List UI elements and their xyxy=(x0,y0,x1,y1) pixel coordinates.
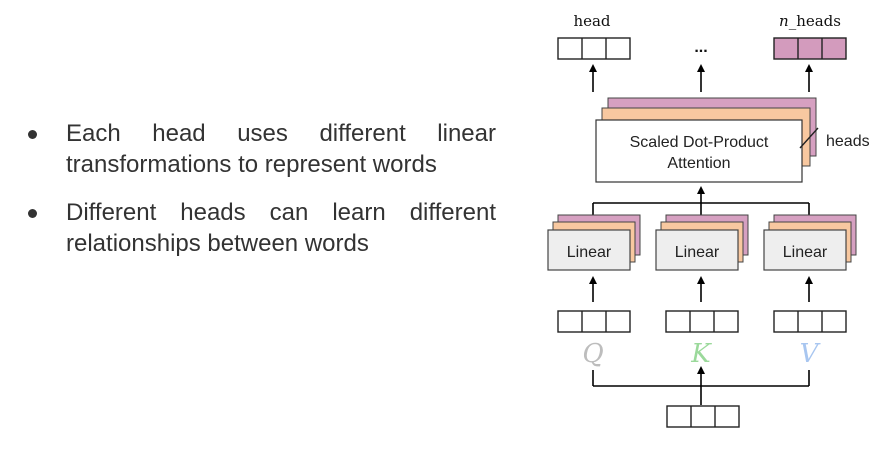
ellipsis: ... xyxy=(694,39,707,56)
v-label: V xyxy=(800,339,821,369)
linear-stack-k: Linear xyxy=(655,214,749,271)
k-label: K xyxy=(690,339,712,369)
n-heads-label: n_heads xyxy=(779,12,841,30)
linear-label: Linear xyxy=(675,244,720,261)
bullet-list: Each head uses different linear transfor… xyxy=(24,118,496,276)
heads-label: heads xyxy=(826,133,870,150)
linear-label: Linear xyxy=(567,244,612,261)
attention-box xyxy=(595,119,803,183)
bullet-text: Different heads can learn different rela… xyxy=(66,199,496,257)
bullet-item: Each head uses different linear transfor… xyxy=(24,118,496,180)
linear-label: Linear xyxy=(783,244,828,261)
bullet-text: Each head uses different linear transfor… xyxy=(66,120,496,178)
attention-line1: Scaled Dot-Product xyxy=(630,134,769,151)
linear-stack-v: Linear xyxy=(763,214,857,271)
input-vector xyxy=(666,405,740,428)
heads-brace xyxy=(799,127,819,149)
v-vector xyxy=(773,310,847,333)
linear-stack-q: Linear xyxy=(547,214,641,271)
head-label: head xyxy=(573,12,610,30)
bullet-dot xyxy=(28,130,37,139)
bullet-item: Different heads can learn different rela… xyxy=(24,197,496,259)
output-vector-head xyxy=(557,37,631,60)
q-label: Q xyxy=(582,339,603,369)
attention-line2: Attention xyxy=(667,155,730,172)
q-vector xyxy=(557,310,631,333)
bullet-dot xyxy=(28,209,37,218)
k-vector xyxy=(665,310,739,333)
output-vector-n-heads xyxy=(773,37,847,60)
